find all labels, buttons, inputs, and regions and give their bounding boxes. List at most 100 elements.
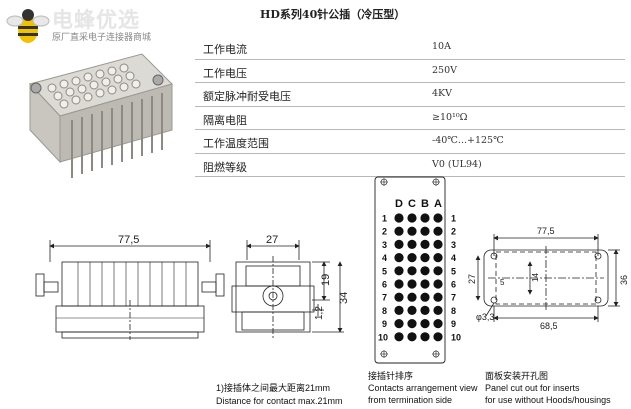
spec-row: 额定脉冲耐受电压 4KV (195, 83, 625, 107)
contact-pin (420, 292, 430, 302)
row-label-left: 2 (382, 227, 387, 237)
contact-pin (394, 239, 404, 249)
row-label-left: 5 (382, 266, 387, 276)
row-label-left: 8 (382, 306, 387, 316)
product-photo (12, 44, 180, 186)
contact-pin (433, 279, 443, 289)
spec-label: 工作电流 (203, 43, 247, 56)
bee-logo-icon (6, 9, 50, 43)
spec-row: 工作温度范围 -40℃...+125℃ (195, 130, 625, 154)
row-label-left: 3 (382, 240, 387, 250)
contact-pin (433, 213, 443, 223)
spec-value: 10A (432, 41, 451, 52)
row-label-left: 6 (382, 280, 387, 290)
brand-logo (4, 4, 164, 48)
contact-pin (420, 266, 430, 276)
side-caption-cn: 1)接插体之间最大距离21mm (216, 383, 331, 393)
spec-value: 4KV (432, 88, 453, 99)
row-label-left: 4 (382, 253, 387, 263)
column-label: C (408, 198, 416, 210)
contact-pin (420, 332, 430, 342)
dim-length: 77,5 (118, 234, 139, 246)
contact-pin (420, 253, 430, 263)
contact-pin (433, 332, 443, 342)
contact-pin (394, 253, 404, 263)
row-label-right: 7 (451, 293, 456, 303)
end-view (231, 240, 344, 340)
contact-pin (394, 266, 404, 276)
contact-pin (433, 305, 443, 315)
contact-pin (407, 226, 417, 236)
row-label-right: 10 (451, 332, 461, 342)
contact-pin (407, 319, 417, 329)
panel-dim-hole: φ3,3 (476, 312, 494, 322)
contact-pin (394, 226, 404, 236)
column-label: D (395, 198, 403, 210)
row-label-right: 1 (451, 214, 456, 224)
spec-label: 工作电压 (203, 66, 247, 80)
arrangement-caption-en1: Contacts arrangement view (368, 383, 478, 393)
spec-label: 额定脉冲耐受电压 (203, 90, 291, 103)
contact-pin (433, 239, 443, 249)
contact-pin (407, 332, 417, 342)
panel-dim-14: 14 (531, 273, 540, 282)
page-title: HD系列40针公插（冷压型） (260, 8, 406, 21)
row-label-left: 1 (382, 214, 387, 224)
panel-dim-27: 27 (467, 274, 477, 284)
contact-pin (420, 319, 430, 329)
contact-pin (407, 292, 417, 302)
contact-pin (407, 253, 417, 263)
panel-caption-cn: 面板安装开孔图 (485, 371, 549, 381)
spec-row: 阻燃等级 V0 (UL94) (195, 154, 625, 177)
dim-19: 19 (320, 274, 332, 286)
logo-subtitle: 原厂直采电子连接器商城 (52, 33, 152, 43)
contact-pin (394, 332, 404, 342)
dim-width: 27 (266, 234, 278, 246)
contact-pin (433, 292, 443, 302)
spec-value: 250V (432, 64, 457, 76)
row-label-right: 8 (451, 306, 456, 316)
contact-pin (394, 279, 404, 289)
spec-table: 工作电流 10A 工作电压 250V 额定脉冲耐受电压 4KV 隔离电阻 ≥10… (195, 36, 625, 177)
spec-value: -40℃...+125℃ (432, 135, 504, 146)
row-label-right: 2 (451, 227, 456, 237)
contact-pin (394, 305, 404, 315)
spec-label: 隔离电阻 (203, 113, 247, 127)
row-label-right: 3 (451, 240, 456, 250)
contact-pin (433, 226, 443, 236)
spec-row: 隔离电阻 ≥10¹⁰Ω (195, 107, 625, 130)
panel-dim-5: 5 (500, 278, 505, 287)
panel-caption-en2: for use without Hoods/housings (485, 395, 611, 405)
arrangement-pins (394, 213, 443, 342)
spec-row: 工作电流 10A (195, 36, 625, 60)
contact-pin (394, 319, 404, 329)
contact-pin (407, 266, 417, 276)
row-label-left: 9 (382, 319, 387, 329)
panel-dim-68: 68,5 (540, 321, 558, 331)
contact-pin (433, 266, 443, 276)
contact-pin (407, 213, 417, 223)
arrangement-caption-en2: from termination side (368, 395, 453, 405)
row-label-right: 4 (451, 253, 456, 263)
column-label: B (421, 198, 429, 210)
contact-pin (407, 279, 417, 289)
row-label-left: 10 (378, 332, 388, 342)
contact-pin (420, 239, 430, 249)
contact-pin (433, 319, 443, 329)
contact-pin (420, 305, 430, 315)
logo-title: 电蜂优选 (52, 8, 140, 32)
spec-value: V0 (UL94) (432, 158, 482, 170)
contact-pin (407, 305, 417, 315)
spec-value: ≥10¹⁰Ω (432, 111, 468, 123)
contact-pin (420, 279, 430, 289)
side-caption-en: Distance for contact max.21mm (216, 396, 343, 406)
contact-pin (420, 226, 430, 236)
contact-pin (394, 292, 404, 302)
spec-label: 阻燃等级 (203, 160, 247, 174)
contact-pin (407, 239, 417, 249)
arrangement-caption-cn: 接插针排序 (368, 371, 414, 381)
panel-dim-top: 77,5 (537, 226, 555, 236)
